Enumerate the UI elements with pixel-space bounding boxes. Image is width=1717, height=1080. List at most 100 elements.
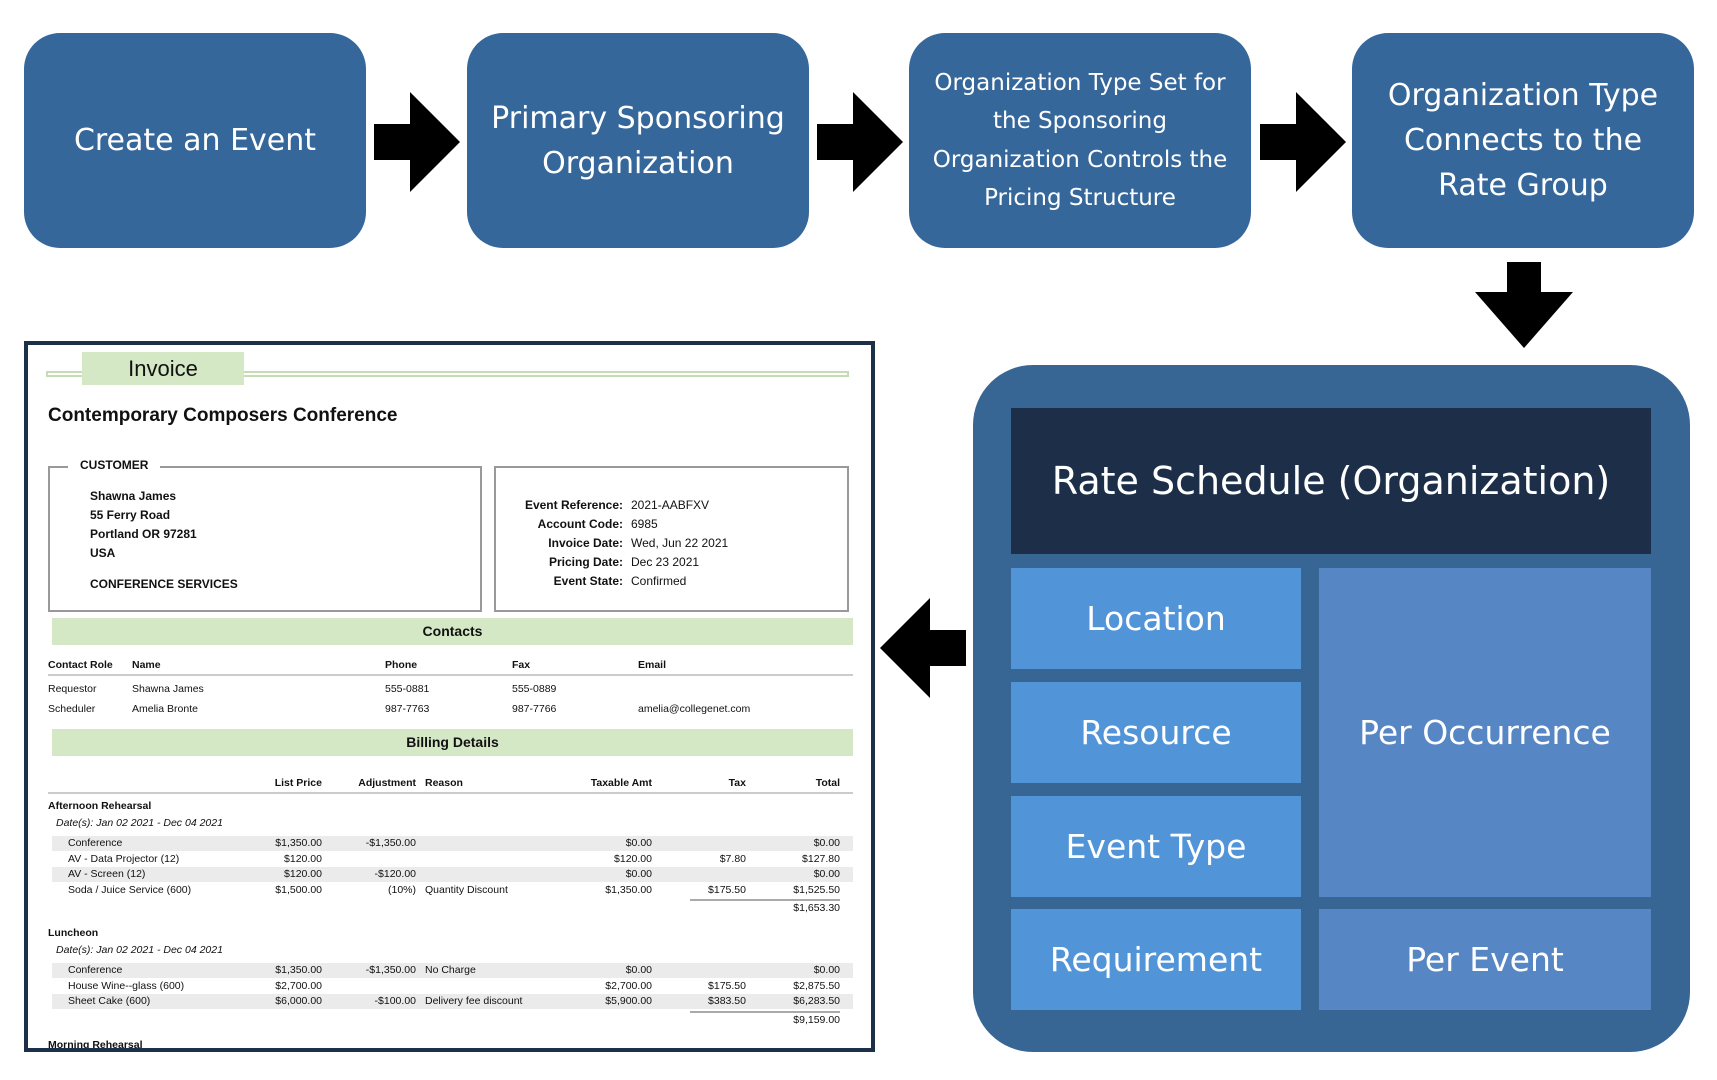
billing-group-dates: Date(s): Jan 02 2021 - Dec 04 2021 xyxy=(56,944,223,956)
contact-cell: Shawna James xyxy=(132,683,204,695)
billing-cell: $0.00 xyxy=(813,964,840,976)
cell-requirement: Requirement xyxy=(1011,909,1301,1010)
cell-per-occurrence: Per Occurrence xyxy=(1319,568,1651,897)
event-details-box xyxy=(494,466,849,612)
billing-cell: $0.00 xyxy=(625,868,652,880)
step-create-event: Create an Event xyxy=(24,33,366,248)
billing-cell: $127.80 xyxy=(802,852,840,865)
contact-cell: Scheduler xyxy=(48,703,96,715)
step-label: Organization Type Connects to the Rate G… xyxy=(1387,78,1659,203)
billing-cell: House Wine--glass (600) xyxy=(68,979,185,992)
step-organization-type-pricing: Organization Type Set for the Sponsoring… xyxy=(909,33,1251,248)
contacts-header: Email xyxy=(638,659,667,671)
step-label: Organization Type Set for the Sponsoring… xyxy=(932,69,1228,211)
contacts-header: Fax xyxy=(512,659,531,671)
billing-cell: $0.00 xyxy=(813,868,840,880)
billing-cell: $120.00 xyxy=(284,868,322,880)
billing-cell: $5,900.00 xyxy=(605,995,652,1007)
billing-subtotal: $9,159.00 xyxy=(793,1013,840,1026)
billing-cell: $1,500.00 xyxy=(275,883,322,896)
customer-department: CONFERENCE SERVICES xyxy=(90,577,238,591)
customer-street: 55 Ferry Road xyxy=(90,508,171,522)
customer-label: CUSTOMER xyxy=(68,458,161,472)
contact-cell: Requestor xyxy=(48,683,97,695)
billing-header: Adjustment xyxy=(358,777,416,789)
billing-cell: $6,000.00 xyxy=(275,995,322,1007)
billing-cell: AV - Data Projector (12) xyxy=(68,852,180,865)
billing-cell: Delivery fee discount xyxy=(425,995,523,1007)
cell-resource: Resource xyxy=(1011,682,1301,783)
detail-row: Invoice Date: Wed, Jun 22 2021 xyxy=(494,534,849,553)
billing-cell: $2,875.50 xyxy=(793,979,840,992)
detail-label: Invoice Date: xyxy=(548,536,623,550)
billing-cell: Conference xyxy=(68,964,123,976)
contacts-band: Contacts xyxy=(52,618,853,645)
customer-box xyxy=(48,466,482,612)
detail-value: Dec 23 2021 xyxy=(631,555,700,569)
contact-cell: Amelia Bronte xyxy=(132,703,198,715)
cell-location: Location xyxy=(1011,568,1301,669)
row-shade xyxy=(52,836,853,851)
arrow-right-icon xyxy=(1260,92,1346,192)
detail-label: Pricing Date: xyxy=(548,555,623,569)
contacts-header: Name xyxy=(132,659,161,671)
subtotal-rule xyxy=(690,899,840,901)
contacts-header: Contact Role xyxy=(48,659,113,671)
contact-cell: 987-7766 xyxy=(512,703,557,715)
billing-cell: $6,283.50 xyxy=(793,995,840,1007)
billing-cell: $1,350.00 xyxy=(605,883,652,896)
invoice-document: Invoice Contemporary Composers Conferenc… xyxy=(24,341,875,1052)
detail-row: Pricing Date: Dec 23 2021 xyxy=(494,553,849,572)
arrow-left-icon xyxy=(880,598,966,698)
subtotal-rule xyxy=(690,1010,840,1013)
billing-header-rule xyxy=(48,792,853,794)
billing-cell: $0.00 xyxy=(625,964,652,976)
billing-header: Tax xyxy=(728,777,746,789)
detail-label: Event State: xyxy=(553,574,623,588)
billing-header: Taxable Amt xyxy=(590,777,652,789)
billing-cell: -$1,350.00 xyxy=(365,964,416,976)
detail-label: Event Reference: xyxy=(524,498,623,512)
billing-cell: -$100.00 xyxy=(374,995,416,1007)
billing-cell: $175.50 xyxy=(708,883,746,896)
billing-cell: No Charge xyxy=(425,964,476,976)
billing-header: Reason xyxy=(425,777,463,789)
billing-cell: $7.80 xyxy=(719,852,746,865)
billing-cell: $383.50 xyxy=(708,995,746,1007)
billing-cell: AV - Screen (12) xyxy=(68,868,146,880)
billing-cell: $2,700.00 xyxy=(605,979,652,992)
billing-group-name: Luncheon xyxy=(48,927,99,939)
contact-cell: amelia@collegenet.com xyxy=(638,703,751,715)
customer-city: Portland OR 97281 xyxy=(90,527,197,541)
step-label: Create an Event xyxy=(73,123,317,158)
cell-event-type: Event Type xyxy=(1011,796,1301,897)
billing-cell: $1,350.00 xyxy=(275,837,322,849)
billing-group-name: Afternoon Rehearsal xyxy=(48,800,152,812)
billing-cell: Quantity Discount xyxy=(425,883,508,896)
billing-band: Billing Details xyxy=(52,729,853,756)
step-primary-sponsoring-organization: Primary Sponsoring Organization xyxy=(467,33,809,248)
billing-cell: -$120.00 xyxy=(374,868,416,880)
detail-value: 6985 xyxy=(631,517,658,531)
customer-name: Shawna James xyxy=(90,489,177,503)
billing-cell: Conference xyxy=(68,837,123,849)
detail-value: Wed, Jun 22 2021 xyxy=(631,536,729,550)
detail-row: Account Code: 6985 xyxy=(494,515,849,534)
rate-schedule-title: Rate Schedule (Organization) xyxy=(1011,408,1651,554)
arrow-down-icon xyxy=(1475,262,1573,348)
billing-group-dates: Date(s): Jan 02 2021 - Dec 04 2021 xyxy=(56,817,223,829)
contact-cell: 555-0881 xyxy=(385,683,430,695)
customer-country: USA xyxy=(90,546,116,560)
detail-value: Confirmed xyxy=(631,574,687,588)
billing-cell: $2,700.00 xyxy=(275,979,322,992)
detail-label: Account Code: xyxy=(537,517,623,531)
invoice-header-rule xyxy=(46,371,849,377)
contacts-header: Phone xyxy=(385,659,418,671)
billing-cell: Sheet Cake (600) xyxy=(68,995,151,1007)
contacts-header-rule xyxy=(48,674,853,676)
billing-cell: $0.00 xyxy=(813,837,840,849)
event-title: Contemporary Composers Conference xyxy=(48,405,398,426)
contact-cell: 987-7763 xyxy=(385,703,430,715)
detail-value: 2021-AABFXV xyxy=(631,498,710,512)
billing-cell: $175.50 xyxy=(708,979,746,992)
